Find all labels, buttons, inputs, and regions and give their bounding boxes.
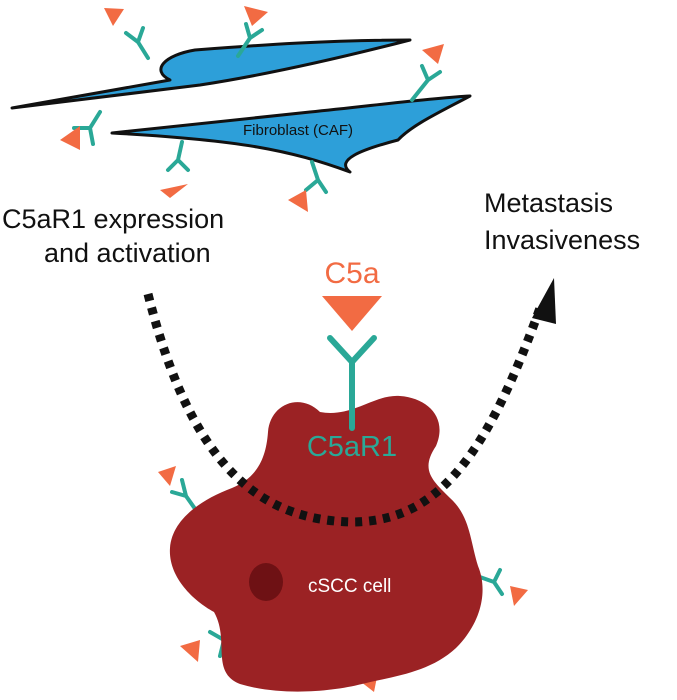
ligand-icon	[158, 466, 176, 486]
c5a-label: C5a	[324, 257, 379, 290]
c5ar1-label: C5aR1	[307, 431, 397, 463]
receptor-icon	[166, 140, 190, 172]
receptor-icon	[72, 110, 102, 146]
ligand-icon	[60, 126, 80, 150]
cell-label: cSCC cell	[308, 576, 391, 597]
ligand-icon	[104, 8, 124, 26]
ligand-icon	[180, 640, 200, 662]
fibroblast-group: Fibroblast (CAF)	[10, 38, 472, 174]
receptor-icon	[410, 64, 442, 102]
receptor-icon	[236, 22, 264, 58]
ligand-icon	[288, 190, 308, 212]
ligands	[60, 6, 528, 692]
c5a-ligand-icon	[322, 296, 382, 331]
ligand-icon	[510, 586, 528, 606]
fibroblast-label: Fibroblast (CAF)	[243, 122, 353, 139]
expression-label-line2: and activation	[44, 238, 211, 268]
nucleus	[249, 563, 283, 601]
c5ar1-receptor-icon	[327, 335, 377, 431]
ligand-icon	[244, 6, 268, 26]
outcome-label-line2: Invasiveness	[484, 225, 640, 255]
receptor-icon	[170, 478, 200, 515]
receptor-icon	[304, 160, 328, 194]
fibroblast-cell-upper	[10, 38, 412, 110]
receptor-icon	[124, 26, 150, 60]
expression-label-line1: C5aR1 expression	[2, 204, 224, 234]
arrow-head-icon	[532, 278, 556, 324]
ligand-icon	[422, 44, 444, 64]
outcome-label-line1: Metastasis	[484, 188, 613, 218]
cscc-cell	[169, 395, 483, 692]
ligand-icon	[160, 184, 188, 198]
pathway-arrow	[143, 292, 545, 527]
